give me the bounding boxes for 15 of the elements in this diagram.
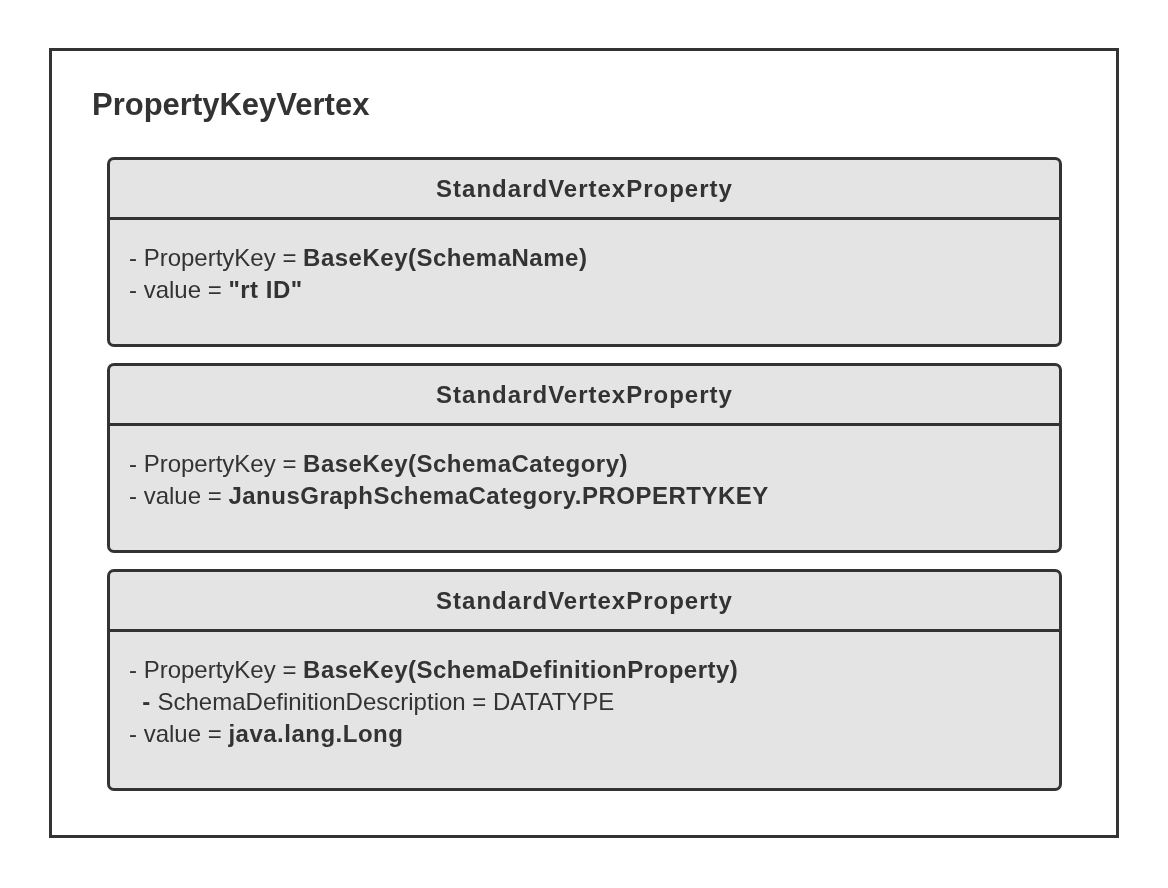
container-title: PropertyKeyVertex bbox=[92, 87, 370, 123]
attribute-line: - PropertyKey = BaseKey(SchemaCategory) bbox=[129, 449, 629, 479]
class-header: StandardVertexProperty bbox=[110, 572, 1059, 632]
attribute-line: - value = JanusGraphSchemaCategory.PROPERTYKEY bbox=[129, 481, 769, 511]
attribute-line: - value = "rt ID" bbox=[129, 275, 303, 305]
class-box bbox=[107, 569, 1062, 791]
attribute-line: - SchemaDefinitionDescription = DATATYPE bbox=[141, 687, 615, 717]
class-box bbox=[107, 363, 1062, 553]
class-header: StandardVertexProperty bbox=[110, 160, 1059, 220]
attribute-line: - value = java.lang.Long bbox=[129, 719, 404, 749]
class-header: StandardVertexProperty bbox=[110, 366, 1059, 426]
container-box bbox=[49, 48, 1119, 838]
attribute-line: - PropertyKey = BaseKey(SchemaName) bbox=[129, 243, 588, 273]
class-box bbox=[107, 157, 1062, 347]
attribute-line: - PropertyKey = BaseKey(SchemaDefinitionProperty) bbox=[129, 655, 739, 685]
